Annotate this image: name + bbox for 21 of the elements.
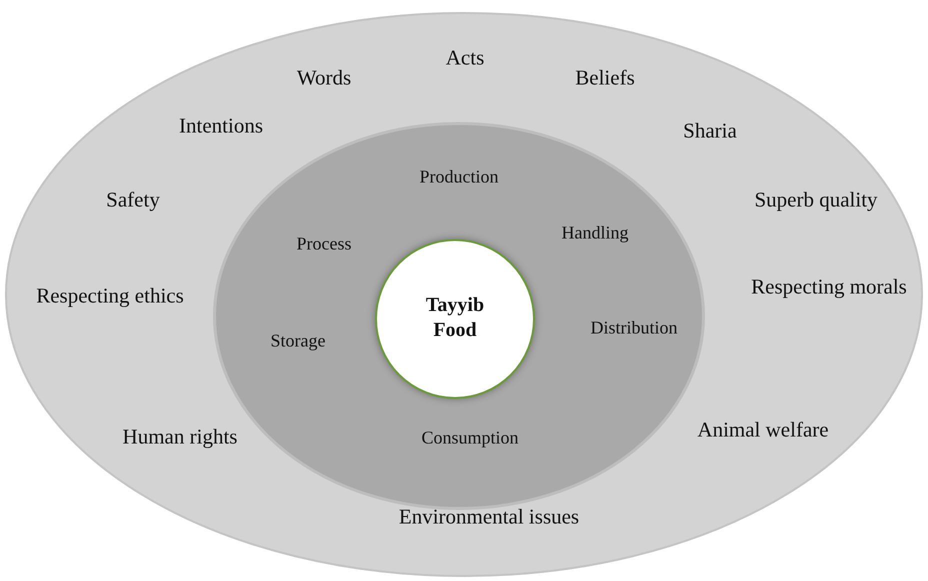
ring-label: Human rights <box>122 424 238 450</box>
ring-label: Sharia <box>683 118 737 144</box>
stage-label: Distribution <box>590 318 678 338</box>
center-label: Tayyib Food <box>424 293 486 343</box>
ring-label: Words <box>296 66 352 90</box>
center-circle <box>375 239 535 399</box>
stage-label: Production <box>420 166 498 188</box>
outer-ellipse <box>5 12 923 577</box>
ring-label: Beliefs <box>575 66 635 90</box>
ring-label: Acts <box>446 46 484 70</box>
ring-label: Animal welfare <box>697 418 829 442</box>
stage-label: Storage <box>270 330 326 352</box>
ring-label: Intentions <box>179 114 263 138</box>
stage-label: Handling <box>562 222 628 244</box>
ring-label: Respecting ethics <box>36 284 184 308</box>
stage-label: Consumption <box>422 428 518 448</box>
ring-label: Superb quality <box>754 188 878 212</box>
ring-label: Respecting morals <box>751 274 907 300</box>
ring-label: Safety <box>106 188 160 212</box>
stage-label: Process <box>296 234 352 254</box>
ring-label: Environmental issues <box>398 504 580 530</box>
